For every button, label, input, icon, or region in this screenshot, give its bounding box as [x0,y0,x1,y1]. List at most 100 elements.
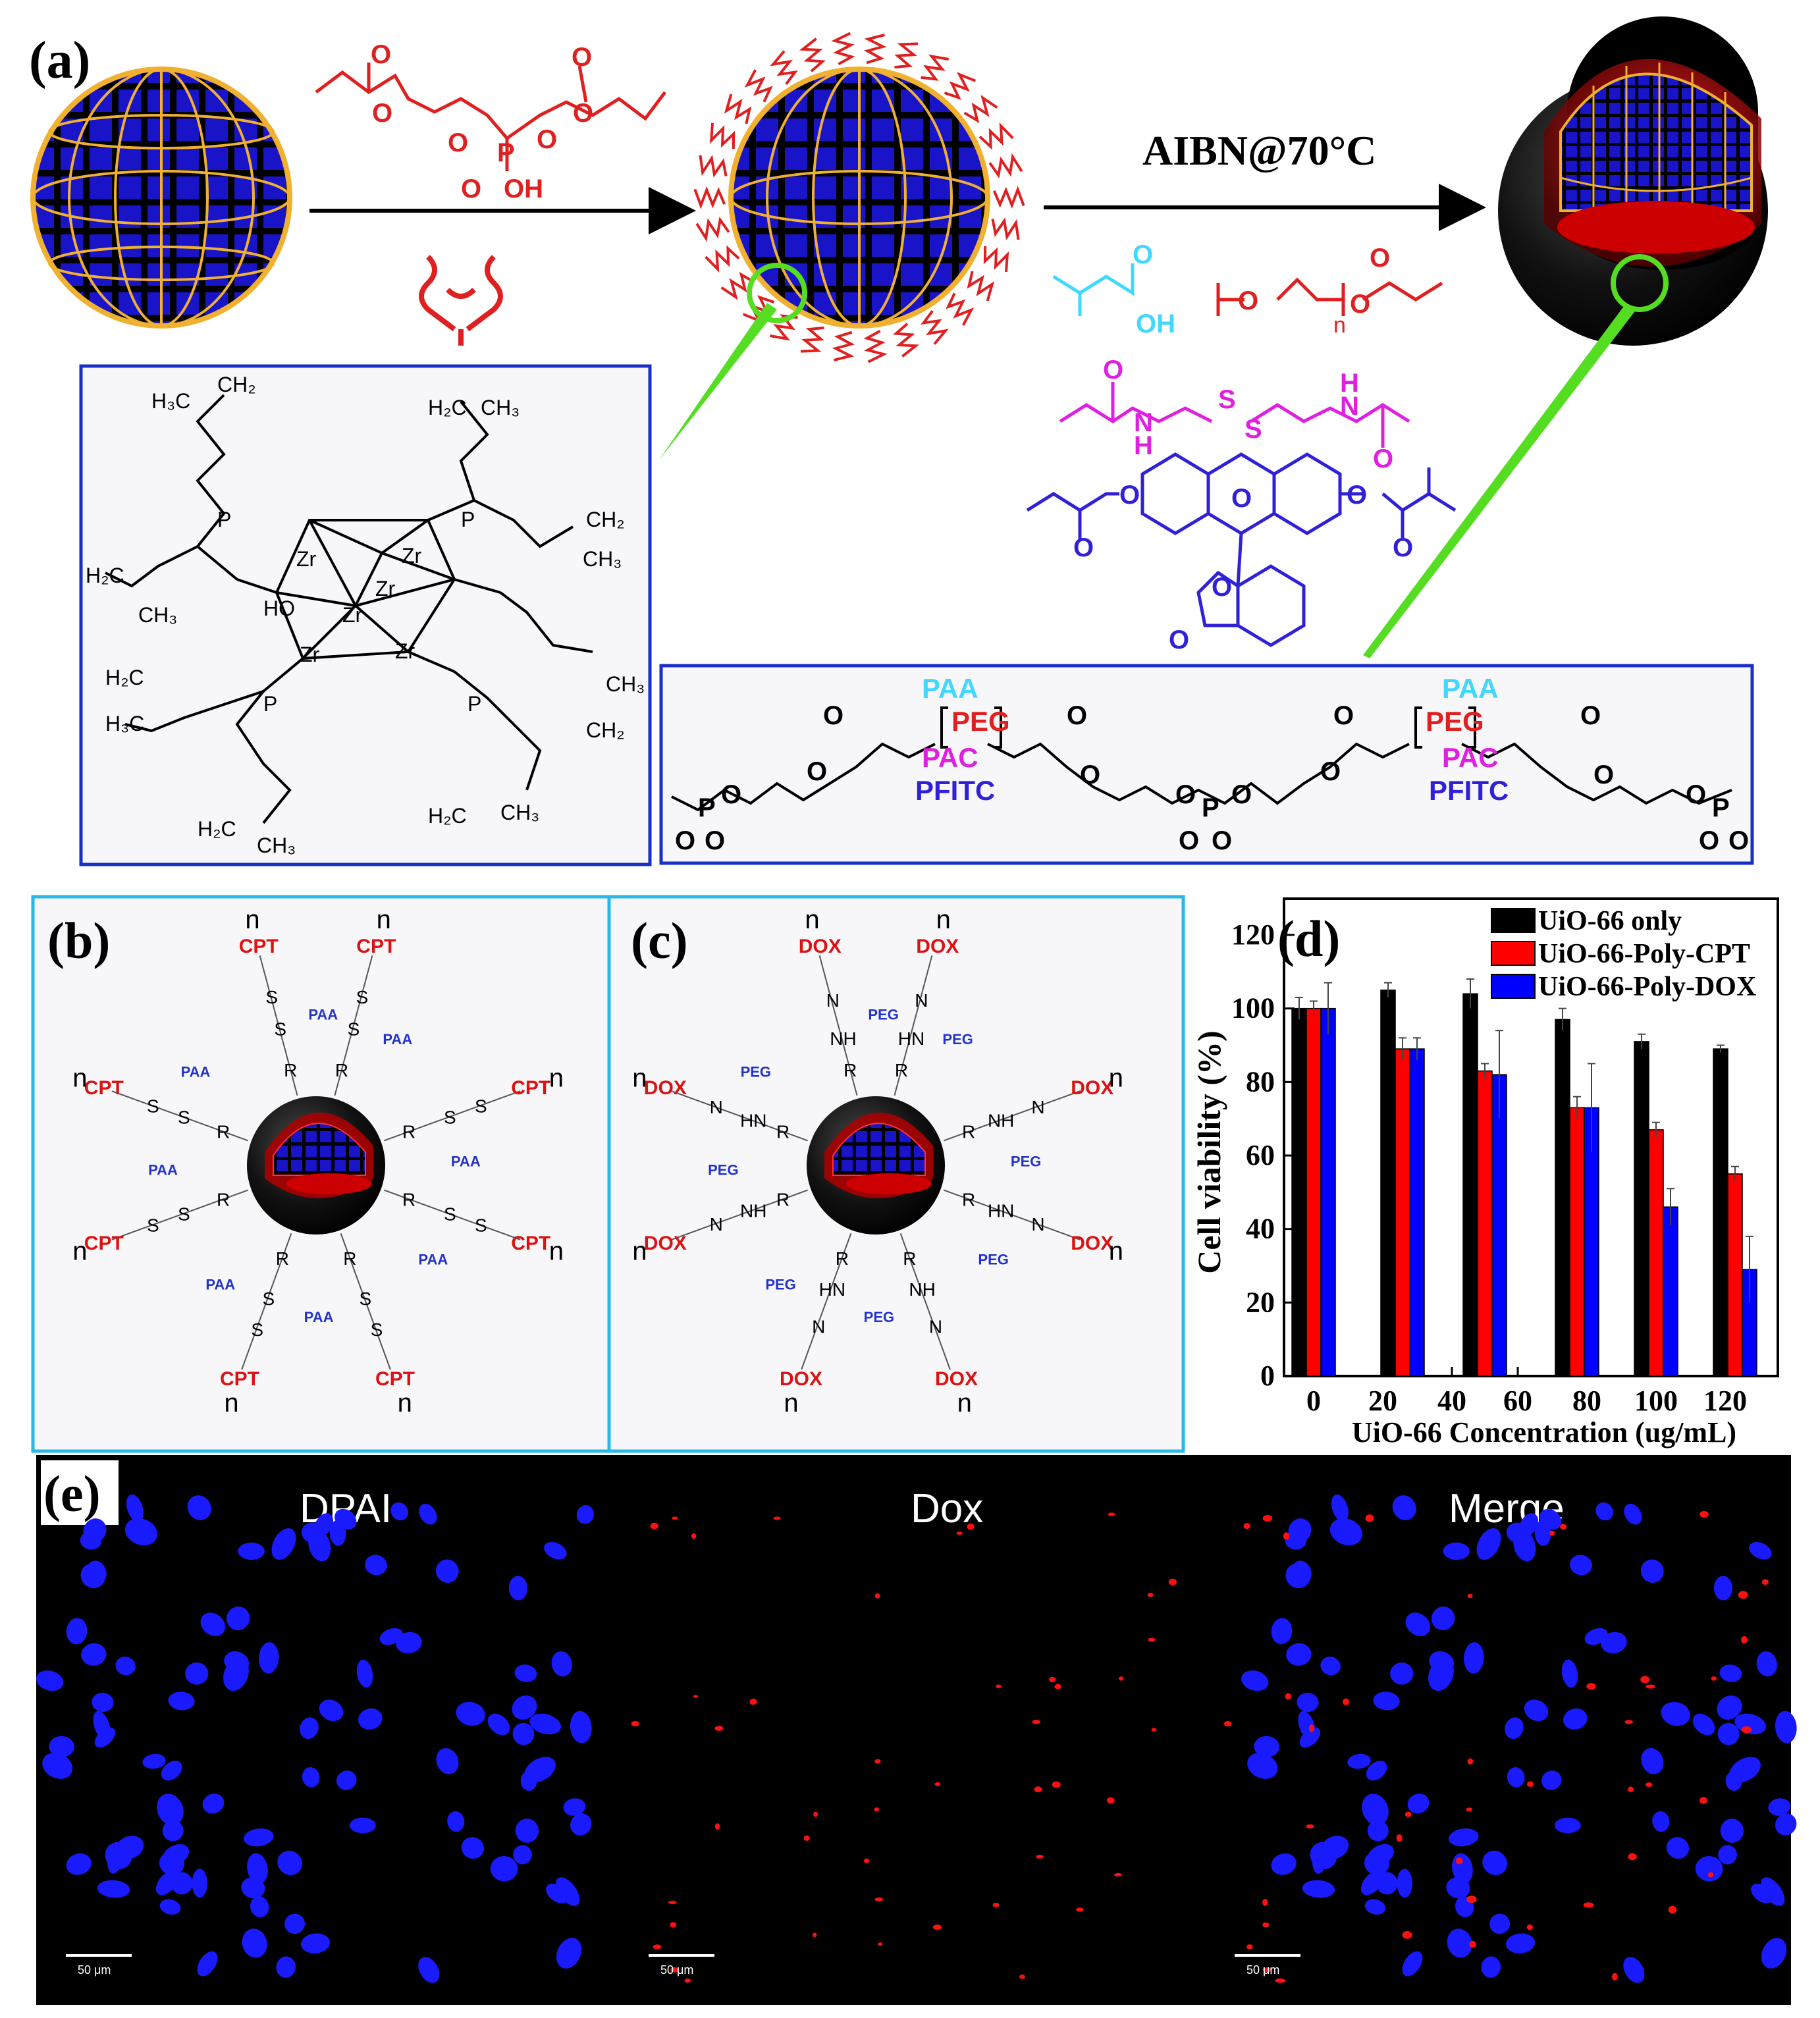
nucleus [365,1554,387,1576]
drug-label: DOX [1071,1077,1113,1099]
dox-spot [1707,1872,1714,1878]
dox-spot [1019,1974,1025,1979]
nucleus [259,1642,279,1674]
atom-h2c: H₂C [428,396,467,419]
nucleus [1367,1820,1389,1842]
nucleus [1428,1658,1454,1691]
reaction-condition: AIBN@70°C [1142,127,1376,174]
nucleus [1761,1938,1787,1969]
bar-2 [1491,1074,1507,1377]
panel-e-label: (e) [43,1465,101,1522]
nucleus [1482,1850,1508,1875]
legend-entry: UiO-66 only [1538,906,1682,936]
atom-ch3: CH₃ [606,672,645,696]
nucleus [1570,1554,1592,1576]
nucleus [1561,1659,1578,1688]
nucleus [276,1956,296,1978]
atom-oh: OH [1136,309,1175,338]
nucleus [1366,1761,1387,1781]
linker-bond [259,955,298,1096]
nucleus [42,1753,73,1779]
nucleus [124,1518,158,1546]
polymer-label: PEG [708,1162,738,1179]
nucleus [1271,1618,1293,1645]
polymer-chain-box [659,664,1754,865]
atom-zr: Zr [375,577,396,600]
nucleus [1254,1736,1280,1757]
block-peg: PEG [1426,706,1484,737]
nucleus [92,1693,114,1713]
dox-spot [878,1942,883,1946]
nucleus [1640,1559,1664,1583]
fitc-crosslinker [1026,452,1457,647]
dox-spot [1285,1693,1292,1700]
block-peg: PEG [951,706,1010,737]
dox-spot [1243,1523,1250,1529]
atom-h3c: H₃C [151,389,190,413]
nucleus [185,1662,209,1685]
nanoparticle-core [273,1123,366,1176]
nucleus [1756,1651,1777,1677]
nucleus [512,1695,537,1720]
polymer-label: PEG [765,1276,795,1292]
linker-bond [340,1233,391,1370]
atom-o: O [1103,356,1123,385]
dox-spot [1668,1905,1677,1914]
nucleus [241,1877,265,1899]
r-group: R [335,1060,348,1080]
atom-p: P [698,793,716,822]
nucleus [1360,1870,1384,1896]
polymer-hair [944,72,977,100]
nucleus [1329,1518,1363,1546]
atom-o: O [1393,533,1413,562]
dox-spot [1761,1579,1769,1585]
polymer-hair [693,186,726,209]
nucleus [544,1542,567,1560]
repeat-n: n [1109,1063,1123,1092]
dox-spot [1343,1698,1350,1705]
repeat-n: n [632,1063,647,1092]
r-group: R [895,1060,908,1080]
x-tick-label: 60 [1503,1385,1532,1417]
atom-o: O [675,826,695,855]
polymer-label: PAA [148,1162,178,1179]
atom-s: S [251,1319,263,1340]
nucleus [66,1853,92,1875]
zoom-circle [747,263,807,323]
acrylic-acid-monomer: O OH [1052,240,1175,338]
scale-bar-label: 50 μm [78,1963,111,1977]
nucleus [1719,1664,1742,1682]
atom-s: S [178,1204,190,1225]
repeat-n: n [398,1389,412,1418]
dox-spot [668,1900,677,1905]
atom-p: P [1202,793,1219,822]
dox-spot [1283,1532,1290,1540]
nucleus [576,1505,594,1524]
dox-spot [1711,1676,1717,1681]
atom-h2c: H₂C [86,564,124,587]
polymer-chain-icon [419,255,503,346]
repeat-n: n [1333,313,1346,338]
drug-label: CPT [511,1233,550,1254]
y-axis-label: Cell viability (%) [1191,1030,1227,1273]
polymer-hair [978,122,1014,150]
nucleus [356,1659,373,1688]
amine-group: NH [740,1200,766,1221]
nucleus [1431,1606,1455,1631]
polymer-hair [799,38,826,72]
atom-o: O [1350,290,1370,319]
atom-p: P [217,508,231,531]
dox-spot [813,1811,818,1817]
polymer-hair [893,323,920,358]
zr-cluster-structure: Zr Zr Zr Zr Zr Zr HO H₃C CH₂ H₂C CH₃ CH₂… [86,373,645,857]
atom-n: N [812,1316,825,1337]
nucleus [192,1869,207,1898]
nucleus [1292,1560,1312,1583]
polymer-hair [863,34,887,65]
atom-o: O [1133,240,1153,269]
atom-o: O [1238,286,1258,315]
dox-spot [1700,1511,1709,1518]
mof-sphere [30,66,292,329]
r-group: R [962,1122,975,1142]
nucleus [1601,1632,1627,1654]
